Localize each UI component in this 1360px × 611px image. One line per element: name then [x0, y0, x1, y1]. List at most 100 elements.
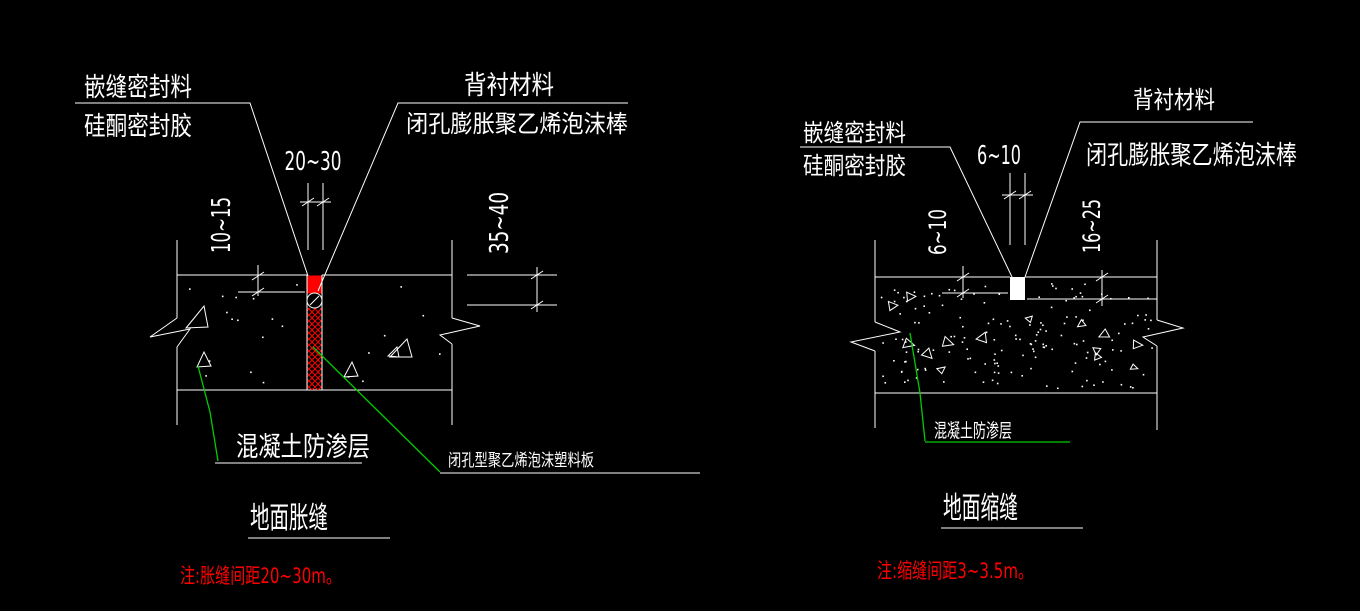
concrete-dot [1112, 349, 1114, 351]
concrete-dot [237, 319, 239, 322]
concrete-dot [982, 381, 985, 383]
concrete-dot [962, 325, 964, 328]
concrete-dot [1051, 348, 1053, 351]
concrete-dot [1151, 347, 1153, 349]
concrete-dot [997, 365, 1000, 367]
concrete-dot [205, 375, 207, 377]
dim-sealant-depth: 10~15 [207, 197, 237, 253]
label-silicone-sealant: 硅酮密封胶 [84, 112, 192, 142]
dim-sealant-depth: 6~10 [924, 209, 952, 255]
label-foam-rod: 闭孔膨胀聚乙烯泡沫棒 [1086, 141, 1297, 171]
concrete-dot [1082, 340, 1085, 342]
backer-rod-circle [1010, 284, 1025, 299]
break-line-left [149, 317, 192, 348]
concrete-dot [948, 288, 951, 291]
concrete-dot [1076, 343, 1078, 346]
concrete-dot [1089, 309, 1091, 312]
label-foam-rod: 闭孔膨胀聚乙烯泡沫棒 [406, 110, 628, 138]
concrete-dot [953, 289, 956, 292]
concrete-dot [262, 336, 264, 339]
aggregate-triangle [184, 304, 209, 329]
dim-lines-sealant-depth [238, 265, 305, 296]
concrete-dot [907, 379, 909, 382]
concrete-dot [905, 300, 908, 303]
backer-rod-circle [306, 292, 323, 309]
concrete-dot [439, 353, 441, 355]
concrete-dot [897, 291, 899, 294]
concrete-dot [1014, 334, 1017, 337]
leader-sealant [800, 146, 1013, 278]
concrete-dot [994, 353, 996, 355]
concrete-dot [1075, 316, 1077, 318]
concrete-dot [904, 361, 906, 363]
concrete-dot [905, 351, 908, 353]
label-concrete-impervious-layer: 混凝土防渗层 [236, 432, 370, 463]
concrete-dot [1015, 338, 1017, 340]
concrete-dot [960, 298, 963, 300]
concrete-dot [1045, 330, 1047, 332]
contraction-joint-detail: 嵌缝密封料 硅酮密封胶 背衬材料 闭孔膨胀聚乙烯泡沫棒 6~10 6~10 16… [800, 86, 1297, 583]
concrete-dot [221, 295, 224, 298]
concrete-dot [893, 300, 896, 303]
dim-lines-joint-width [1002, 173, 1033, 245]
concrete-dot [1034, 356, 1037, 359]
concrete-dot [993, 371, 996, 374]
concrete-dot [967, 358, 969, 360]
concrete-dot [1052, 285, 1054, 287]
concrete-dot [998, 293, 1001, 295]
concrete-dot [1071, 370, 1074, 373]
concrete-dot [905, 341, 907, 343]
dim-ticks-joint-width [301, 197, 330, 207]
concrete-dot [1084, 283, 1086, 286]
concrete-dot [997, 372, 1000, 374]
concrete-dot [973, 293, 975, 295]
concrete-dot [882, 342, 884, 344]
dim-joint-width: 6~10 [977, 141, 1021, 171]
aggregate-triangle [902, 337, 916, 349]
joint-edges [306, 275, 323, 390]
concrete-dot [1124, 323, 1126, 325]
concrete-dot [914, 307, 917, 310]
concrete-dot [1129, 386, 1132, 388]
concrete-dot [235, 296, 237, 299]
concrete-dot [231, 318, 233, 320]
concrete-dot [1104, 360, 1107, 363]
concrete-dot [961, 341, 964, 343]
concrete-dot [1033, 350, 1035, 353]
concrete-dot [1111, 339, 1113, 342]
concrete-dot [422, 314, 425, 317]
concrete-dot [901, 370, 903, 373]
sealant-fill [307, 275, 322, 294]
concrete-dot [1042, 343, 1044, 346]
concrete-dot [226, 311, 228, 314]
break-line-right [438, 317, 481, 345]
label-foam-plastic-board: 闭孔型聚乙烯泡沫塑料板 [448, 451, 594, 471]
concrete-dot [1099, 363, 1101, 366]
concrete-dot [913, 291, 916, 293]
concrete-dot [924, 369, 927, 371]
aggregate-triangle [941, 335, 955, 347]
dim-ticks-filler-depth [530, 270, 544, 310]
aggregate-triangle [935, 366, 946, 375]
aggregate-triangle [1097, 328, 1111, 338]
label-sealant-material: 嵌缝密封料 [84, 73, 192, 103]
concrete-dot [1120, 350, 1122, 352]
concrete-dot [991, 379, 994, 382]
concrete-dot [1150, 319, 1152, 322]
concrete-dot [1057, 387, 1059, 390]
concrete-dot [893, 289, 896, 291]
concrete-dot [1010, 371, 1013, 374]
concrete-dot [993, 359, 996, 361]
concrete-dot [915, 377, 918, 379]
concrete-dot [1086, 379, 1088, 382]
concrete-dot [969, 357, 972, 360]
aggregate-triangle [1076, 318, 1087, 328]
leader-concrete-layer [909, 332, 926, 442]
aggregate-triangle [1094, 351, 1103, 361]
concrete-dot [1144, 319, 1146, 321]
concrete-dot [1131, 322, 1134, 325]
concrete-dot [996, 382, 999, 385]
dim-lines-groove-depth [1027, 270, 1157, 306]
